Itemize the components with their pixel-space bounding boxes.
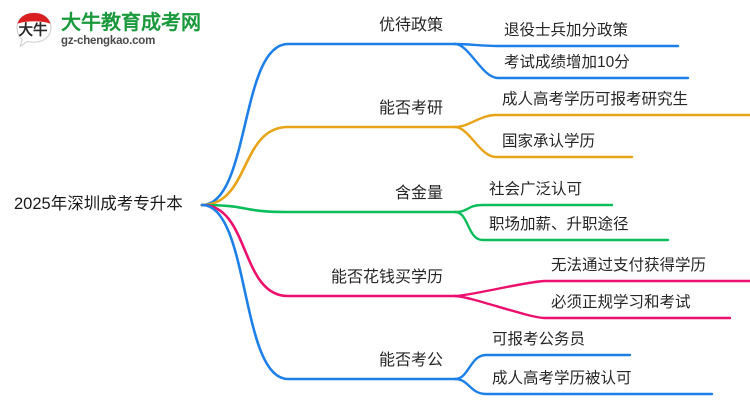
leaf-node-label-2-1[interactable]: 成人高考学历可报考研究生 bbox=[502, 91, 689, 108]
connector-curve bbox=[453, 125, 634, 159]
branch-node-label-1[interactable]: 优待政策 bbox=[378, 17, 443, 34]
connector-curve bbox=[453, 353, 632, 381]
leaf-node-label-3-2[interactable]: 职场加薪、升职途径 bbox=[489, 216, 629, 233]
leaf-node-label-5-2[interactable]: 成人高考学历被认可 bbox=[492, 370, 632, 387]
leaf-node-label-4-1[interactable]: 无法通过支付获得学历 bbox=[551, 257, 707, 274]
logo-title: 大牛教育成考网 bbox=[61, 11, 201, 34]
connector-curve bbox=[453, 294, 732, 320]
leaf-node-label-1-2[interactable]: 考试成绩增加10分 bbox=[504, 54, 630, 71]
root-node-label[interactable]: 2025年深圳成考专升本 bbox=[14, 195, 183, 213]
branch-node-label-4[interactable]: 能否花钱买学历 bbox=[330, 269, 443, 286]
logo-mark-icon: 大牛 bbox=[14, 10, 54, 50]
connector-curve bbox=[453, 210, 670, 242]
connector-curve bbox=[453, 42, 680, 48]
connector-curve bbox=[200, 125, 457, 207]
leaf-node-label-2-2[interactable]: 国家承认学历 bbox=[502, 133, 596, 150]
leaf-node-label-1-1[interactable]: 退役士兵加分政策 bbox=[504, 22, 629, 39]
branch-node-label-5[interactable]: 能否考公 bbox=[378, 352, 443, 369]
site-logo[interactable]: 大牛 大牛教育成考网 gz-chengkao.com bbox=[14, 7, 204, 53]
logo-subtitle: gz-chengkao.com bbox=[61, 34, 156, 47]
connector-curve bbox=[453, 42, 690, 80]
connector-curve bbox=[200, 42, 457, 207]
connector-curve bbox=[200, 203, 457, 214]
svg-text:大牛: 大牛 bbox=[19, 21, 48, 39]
connector-curve bbox=[200, 203, 457, 381]
branch-node-label-3[interactable]: 含金量 bbox=[394, 185, 443, 202]
leaf-node-label-3-1[interactable]: 社会广泛认可 bbox=[489, 181, 583, 198]
branch-node-label-2[interactable]: 能否考研 bbox=[378, 100, 443, 117]
leaf-node-label-4-2[interactable]: 必须正规学习和考试 bbox=[551, 294, 691, 311]
connector-curve bbox=[453, 113, 750, 129]
connector-curve bbox=[453, 203, 614, 214]
leaf-node-label-5-1[interactable]: 可报考公务员 bbox=[492, 331, 586, 348]
connector-curve bbox=[453, 377, 714, 396]
connector-curve bbox=[453, 279, 750, 298]
connector-curve bbox=[200, 203, 457, 298]
